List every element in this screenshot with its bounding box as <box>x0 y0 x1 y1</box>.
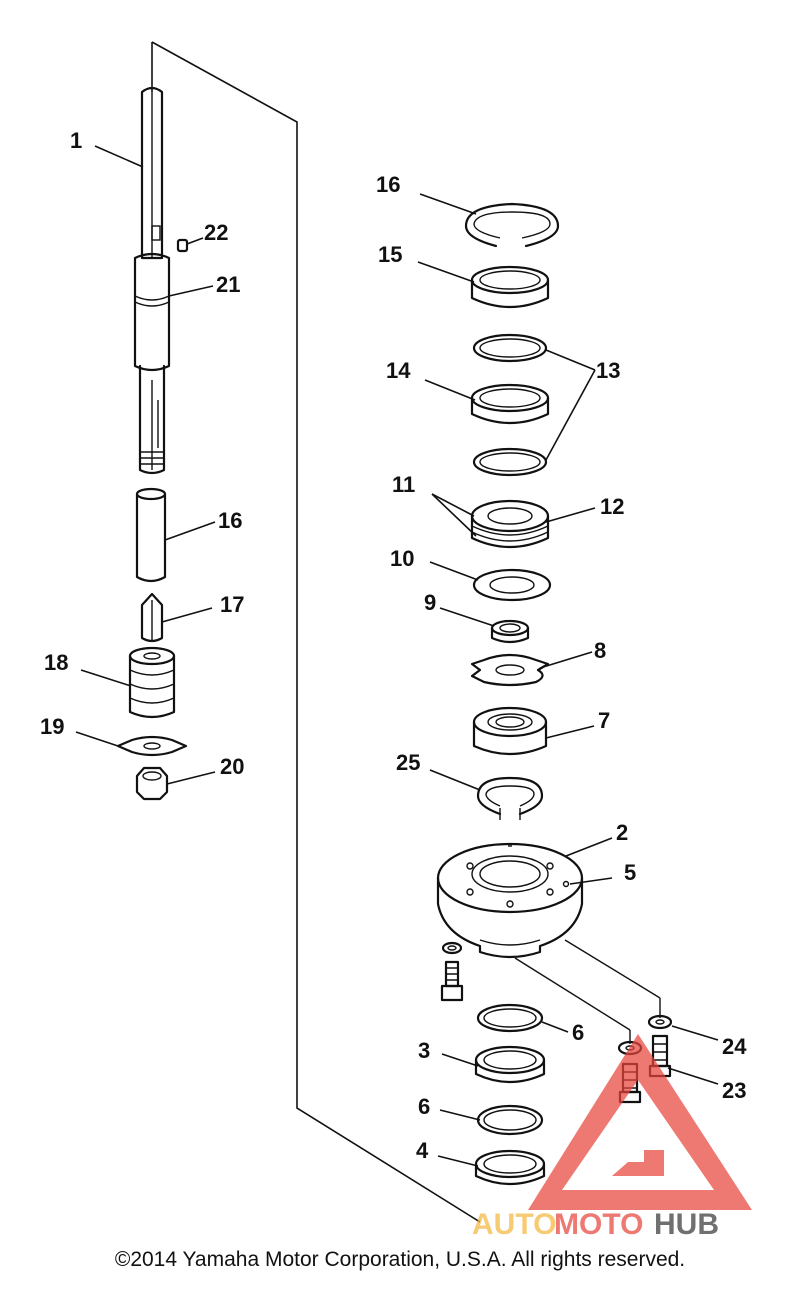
label-part-19: 19 <box>40 714 64 739</box>
assembly-frame <box>151 41 481 1223</box>
label-part-1: 1 <box>70 128 82 153</box>
part-pin <box>176 238 189 253</box>
part-bushing <box>470 265 550 309</box>
label-part-21: 21 <box>216 272 240 297</box>
part-spring <box>128 646 176 719</box>
label-part-17: 17 <box>220 592 244 617</box>
part-collar <box>490 619 530 644</box>
label-part-25: 25 <box>396 750 420 775</box>
label-part-9: 9 <box>424 590 436 615</box>
part-clip <box>140 592 164 643</box>
part-tab-plate <box>470 653 550 687</box>
part-tab-washer <box>116 735 188 757</box>
copyright-notice: ©2014 Yamaha Motor Corporation, U.S.A. A… <box>114 1248 686 1271</box>
part-o-ring-6-lower <box>476 1104 544 1136</box>
part-drive-shaft <box>133 86 171 475</box>
label-part-10: 10 <box>390 546 414 571</box>
part-bearing <box>472 706 548 756</box>
label-part-5: 5 <box>624 860 636 885</box>
watermark-text-auto: AUTO <box>472 1208 556 1241</box>
label-part-3: 3 <box>418 1038 430 1063</box>
label-part-18: 18 <box>44 650 68 675</box>
watermark-triangle-icon <box>528 1034 752 1210</box>
label-part-23: 23 <box>722 1078 746 1103</box>
label-part-4: 4 <box>416 1138 429 1163</box>
label-part-13: 13 <box>596 358 620 383</box>
part-nut <box>135 766 169 801</box>
label-part-8: 8 <box>594 638 606 663</box>
label-part-24: 24 <box>722 1034 747 1059</box>
part-housing <box>436 842 584 959</box>
part-sleeve <box>135 487 167 583</box>
watermark-text-hub: HUB <box>654 1208 719 1241</box>
label-part-11: 11 <box>392 472 415 497</box>
watermark-g-mark-icon <box>612 1150 664 1176</box>
part-number-labels: 1 22 21 16 17 18 19 20 16 15 13 14 11 12… <box>40 128 747 1163</box>
label-part-2: 2 <box>616 820 628 845</box>
part-o-ring-6-upper <box>476 1003 544 1033</box>
part-o-ring-upper <box>472 333 548 363</box>
label-part-6-upper: 6 <box>572 1020 584 1045</box>
label-part-22: 22 <box>204 220 228 245</box>
leader-lines <box>75 145 719 1167</box>
part-bushing-lower <box>470 383 550 425</box>
part-seal-housing <box>470 499 550 549</box>
part-o-ring-lower <box>472 447 548 477</box>
part-snap-ring <box>464 202 560 248</box>
label-part-15: 15 <box>378 242 402 267</box>
automotohub-watermark: AUTO MOTO HUB <box>472 1034 752 1241</box>
part-bolt-left <box>440 941 464 1002</box>
label-part-16-right: 16 <box>376 172 400 197</box>
label-part-14: 14 <box>386 358 411 383</box>
watermark-text-moto: MOTO <box>554 1208 643 1241</box>
label-part-6-lower: 6 <box>418 1094 430 1119</box>
part-washer <box>472 568 552 602</box>
label-part-16-left: 16 <box>218 508 242 533</box>
label-part-12: 12 <box>600 494 624 519</box>
label-part-7: 7 <box>598 708 610 733</box>
part-bushing-3 <box>474 1045 546 1084</box>
part-bushing-4 <box>474 1149 546 1186</box>
label-part-20: 20 <box>220 754 244 779</box>
bolt-guide-lines <box>514 939 661 1044</box>
part-circlip <box>476 776 544 820</box>
